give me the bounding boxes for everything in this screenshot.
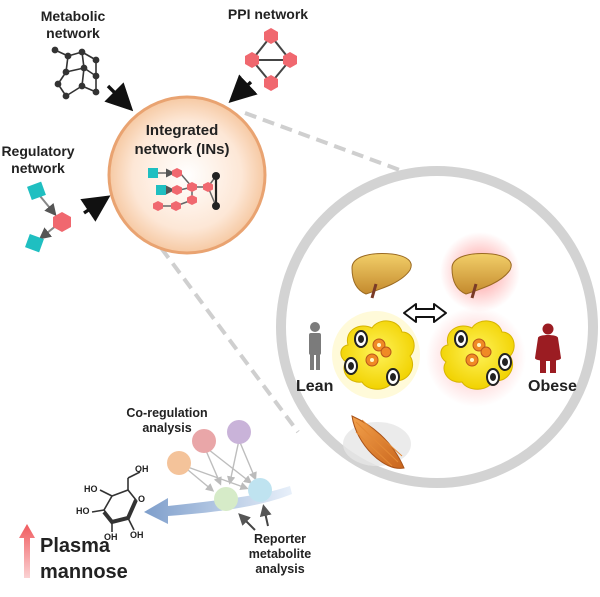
atom-o-ring: O: [138, 494, 146, 504]
coreg-label-line-1: Co-regulation: [126, 406, 208, 420]
reporter-arrow-2: [259, 504, 272, 527]
lean-label: Lean: [296, 378, 334, 395]
plasma-mannose-label: Plasma mannose: [40, 533, 128, 585]
atom-oh-bottom-2: OH: [130, 530, 144, 540]
lean-adipose-icon: [332, 311, 420, 399]
metabolic-label-line-2: network: [46, 25, 100, 41]
metabolic-label-line-1: Metabolic: [40, 8, 106, 24]
lean-liver-icon: [351, 253, 412, 299]
obese-adipose-icon: [426, 307, 526, 407]
atom-ho-1: HO: [84, 484, 98, 494]
reporter-arrow-1: [238, 513, 256, 531]
coregulation-network: [167, 420, 257, 492]
integrated-network-mini-icon: [148, 168, 220, 211]
metabolic-network-icon: [51, 46, 100, 100]
regulatory-network-label: Regulatory network: [1, 143, 74, 177]
regulatory-label-line-2: network: [11, 160, 65, 176]
atom-oh-bottom-1: OH: [104, 532, 118, 542]
integrated-label-line-1: Integrated: [145, 122, 219, 139]
coregulation-node-purple: [227, 420, 251, 444]
dashed-connector-top: [244, 111, 436, 185]
integrated-network-label: Integrated network (INs): [134, 121, 229, 159]
ppi-network-label: PPI network: [227, 6, 309, 22]
reporter-label-line-3: analysis: [255, 562, 305, 576]
lean-person-icon: [309, 322, 321, 370]
lean-obese-comparison-arrow: [403, 303, 447, 323]
coreg-label-line-2: analysis: [142, 421, 192, 435]
arrow-metabolic-to-in: [104, 82, 134, 112]
metabolic-network-label: Metabolic network: [41, 8, 106, 42]
obese-person-icon: [535, 323, 561, 373]
reporter-node-green: [214, 487, 238, 511]
increase-arrow-icon: [19, 524, 35, 578]
atom-oh-top: OH: [135, 464, 149, 474]
dashed-connector-bottom: [148, 231, 300, 434]
arrow-ppi-to-in: [228, 74, 258, 103]
obese-liver-icon: [440, 232, 520, 312]
muscle-icon: [343, 415, 411, 469]
integrated-network-circle: [107, 95, 267, 255]
reporter-label-line-1: Reporter: [253, 532, 307, 546]
integrated-label-line-2: network (INs): [134, 141, 230, 158]
regulatory-network-icon: [25, 181, 71, 253]
ppi-network-icon: [245, 28, 297, 91]
coregulation-node-peach: [167, 451, 191, 475]
arrow-regulatory-to-in: [80, 195, 111, 222]
obese-label: Obese: [528, 378, 577, 395]
mannose-structure: [91, 471, 141, 532]
plasma-label-line-1: Plasma: [40, 535, 111, 557]
plasma-label-line-2: mannose: [40, 561, 128, 583]
regulatory-label-line-1: Regulatory: [1, 143, 75, 159]
coregulation-node-pink: [192, 429, 216, 453]
coregulation-analysis-label: Co-regulation analysis: [126, 406, 207, 436]
reporter-label-line-2: metabolite: [248, 547, 312, 561]
atom-ho-2: HO: [76, 506, 90, 516]
reporter-metabolite-analysis-label: Reporter metabolite analysis: [249, 532, 312, 577]
reporter-node-blue: [248, 478, 272, 502]
